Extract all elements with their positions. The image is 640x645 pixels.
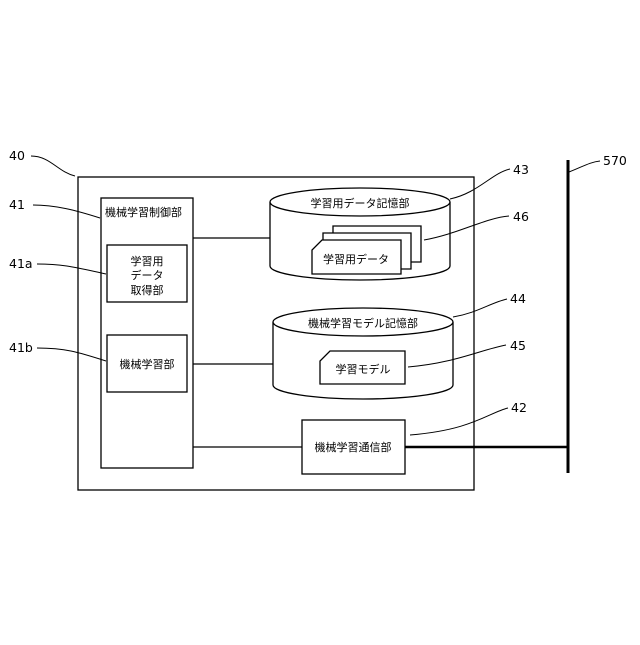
acq-label-line3: 取得部: [131, 283, 164, 297]
ref-46: 46: [513, 209, 529, 224]
ref-43: 43: [513, 162, 529, 177]
leader-40: [31, 156, 75, 176]
ref-45: 45: [510, 338, 526, 353]
ref-41b: 41b: [9, 340, 33, 355]
ref-42: 42: [511, 400, 527, 415]
training-data-storage-title: 学習用データ記憶部: [311, 196, 410, 210]
training-data-documents: [312, 226, 421, 274]
acq-label-line2: データ: [131, 268, 164, 282]
leader-570: [569, 161, 600, 172]
learning-unit-title: 機械学習部: [120, 357, 175, 371]
training-data-label: 学習用データ: [323, 252, 389, 266]
ref-41a: 41a: [9, 256, 33, 271]
ml-model-storage-title: 機械学習モデル記憶部: [308, 316, 418, 330]
ml-control-unit-box: [101, 198, 193, 468]
ml-communication-unit-title: 機械学習通信部: [315, 440, 392, 454]
ref-44: 44: [510, 291, 526, 306]
ref-570: 570: [603, 153, 627, 168]
learning-model-label: 学習モデル: [336, 362, 391, 376]
ml-control-unit-title: 機械学習制御部: [105, 205, 182, 219]
acq-label-line1: 学習用: [131, 254, 164, 268]
ref-41: 41: [9, 197, 25, 212]
ref-40: 40: [9, 148, 25, 163]
